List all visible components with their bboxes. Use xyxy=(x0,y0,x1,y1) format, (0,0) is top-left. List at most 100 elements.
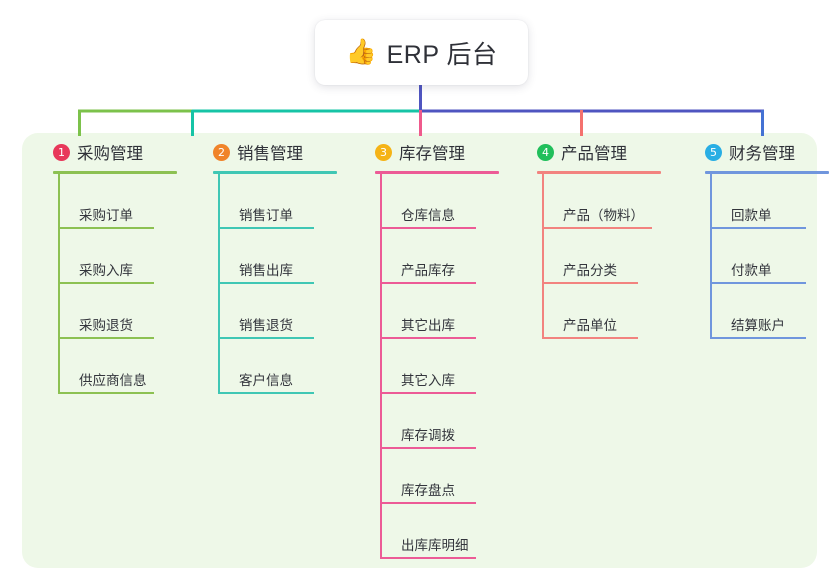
category-header-2[interactable]: 2 销售管理 xyxy=(196,133,356,171)
menu-item[interactable]: 销售退货 xyxy=(218,284,356,339)
menu-item[interactable]: 供应商信息 xyxy=(58,339,196,394)
item-spine xyxy=(218,174,220,394)
menu-item-label: 产品分类 xyxy=(563,263,617,278)
category-column-2: 2 销售管理销售订单销售出库销售退货客户信息 xyxy=(196,133,356,394)
menu-item[interactable]: 其它入库 xyxy=(380,339,518,394)
category-underline xyxy=(53,171,177,174)
menu-item[interactable]: 结算账户 xyxy=(710,284,839,339)
category-columns: 1 采购管理采购订单采购入库采购退货供应商信息 2 销售管理销售订单销售出库销售退货客… xyxy=(0,133,839,568)
thumbs-up-icon: 👍 xyxy=(345,38,377,66)
menu-item[interactable]: 付款单 xyxy=(710,229,839,284)
menu-item-label: 库存盘点 xyxy=(401,483,455,498)
menu-item-label: 回款单 xyxy=(731,208,772,223)
menu-item-underline xyxy=(710,227,806,229)
menu-item-label: 出库库明细 xyxy=(401,538,469,553)
menu-item-underline xyxy=(58,282,154,284)
menu-item[interactable]: 库存盘点 xyxy=(380,449,518,504)
menu-item-underline xyxy=(218,227,314,229)
menu-item-underline xyxy=(542,337,638,339)
category-badge-2: 2 xyxy=(213,143,230,161)
menu-item-label: 仓库信息 xyxy=(401,208,455,223)
category-header-4[interactable]: 4 产品管理 xyxy=(520,133,680,171)
category-badge-3: 3 xyxy=(375,143,392,161)
menu-item-underline xyxy=(58,227,154,229)
diagram-background-panel xyxy=(22,133,817,568)
category-badge-4: 4 xyxy=(537,143,554,161)
menu-item-label: 其它出库 xyxy=(401,318,455,333)
category-column-3: 3 库存管理仓库信息产品库存其它出库其它入库库存调拨库存盘点出库库明细 xyxy=(358,133,518,559)
menu-item-label: 付款单 xyxy=(731,263,772,278)
menu-item-underline xyxy=(218,282,314,284)
menu-item[interactable]: 回款单 xyxy=(710,174,839,229)
menu-item-label: 其它入库 xyxy=(401,373,455,388)
menu-item[interactable]: 产品分类 xyxy=(542,229,680,284)
category-underline xyxy=(705,171,829,174)
category-column-4: 4 产品管理产品（物料） 产品分类产品单位 xyxy=(520,133,680,339)
menu-item[interactable]: 库存调拨 xyxy=(380,394,518,449)
menu-item-label: 产品单位 xyxy=(563,318,617,333)
category-underline xyxy=(213,171,337,174)
menu-item-underline xyxy=(710,337,806,339)
item-spine xyxy=(710,174,712,339)
menu-item-underline xyxy=(380,557,476,559)
category-item-list: 仓库信息产品库存其它出库其它入库库存调拨库存盘点出库库明细 xyxy=(380,174,518,559)
menu-item-underline xyxy=(710,282,806,284)
menu-item-label: 采购退货 xyxy=(79,318,133,333)
item-spine xyxy=(542,174,544,339)
menu-item-label: 库存调拨 xyxy=(401,428,455,443)
menu-item-underline xyxy=(380,337,476,339)
category-badge-1: 1 xyxy=(53,143,70,161)
category-item-list: 采购订单采购入库采购退货供应商信息 xyxy=(58,174,196,394)
category-header-1[interactable]: 1 采购管理 xyxy=(36,133,196,171)
menu-item-underline xyxy=(218,392,314,394)
menu-item[interactable]: 产品单位 xyxy=(542,284,680,339)
menu-item-label: 销售订单 xyxy=(239,208,293,223)
category-title: 销售管理 xyxy=(237,145,303,163)
item-spine xyxy=(380,174,382,559)
menu-item-underline xyxy=(380,227,476,229)
menu-item-underline xyxy=(58,337,154,339)
menu-item-underline xyxy=(380,502,476,504)
menu-item-label: 结算账户 xyxy=(731,318,785,333)
category-column-5: 5 财务管理回款单付款单结算账户 xyxy=(688,133,839,339)
category-title: 库存管理 xyxy=(399,145,465,163)
menu-item-label: 采购订单 xyxy=(79,208,133,223)
menu-item[interactable]: 销售出库 xyxy=(218,229,356,284)
menu-item[interactable]: 采购退货 xyxy=(58,284,196,339)
category-underline xyxy=(375,171,499,174)
root-node-title: ERP 后台 xyxy=(386,40,498,69)
menu-item-label: 采购入库 xyxy=(79,263,133,278)
root-node-card[interactable]: 👍 ERP 后台 xyxy=(315,20,528,85)
menu-item-label: 产品（物料） xyxy=(563,208,644,223)
menu-item[interactable]: 销售订单 xyxy=(218,174,356,229)
menu-item-underline xyxy=(380,447,476,449)
category-title: 采购管理 xyxy=(77,145,143,163)
item-spine xyxy=(58,174,60,394)
category-header-5[interactable]: 5 财务管理 xyxy=(688,133,839,171)
category-item-list: 回款单付款单结算账户 xyxy=(710,174,839,339)
menu-item[interactable]: 产品（物料） xyxy=(542,174,680,229)
menu-item-label: 客户信息 xyxy=(239,373,293,388)
menu-item-label: 产品库存 xyxy=(401,263,455,278)
menu-item[interactable]: 其它出库 xyxy=(380,284,518,339)
category-title: 产品管理 xyxy=(561,145,627,163)
menu-item-label: 销售出库 xyxy=(239,263,293,278)
menu-item-underline xyxy=(380,282,476,284)
menu-item[interactable]: 出库库明细 xyxy=(380,504,518,559)
menu-item-label: 供应商信息 xyxy=(79,373,147,388)
menu-item[interactable]: 采购入库 xyxy=(58,229,196,284)
menu-item[interactable]: 产品库存 xyxy=(380,229,518,284)
menu-item-underline xyxy=(218,337,314,339)
category-column-1: 1 采购管理采购订单采购入库采购退货供应商信息 xyxy=(36,133,196,394)
root-node-content: 👍 ERP 后台 xyxy=(345,35,497,71)
menu-item[interactable]: 仓库信息 xyxy=(380,174,518,229)
menu-item[interactable]: 采购订单 xyxy=(58,174,196,229)
menu-item[interactable]: 客户信息 xyxy=(218,339,356,394)
menu-item-underline xyxy=(542,227,652,229)
category-item-list: 销售订单销售出库销售退货客户信息 xyxy=(218,174,356,394)
menu-item-underline xyxy=(542,282,638,284)
category-title: 财务管理 xyxy=(729,145,795,163)
menu-item-underline xyxy=(380,392,476,394)
category-header-3[interactable]: 3 库存管理 xyxy=(358,133,518,171)
category-badge-5: 5 xyxy=(705,143,722,161)
